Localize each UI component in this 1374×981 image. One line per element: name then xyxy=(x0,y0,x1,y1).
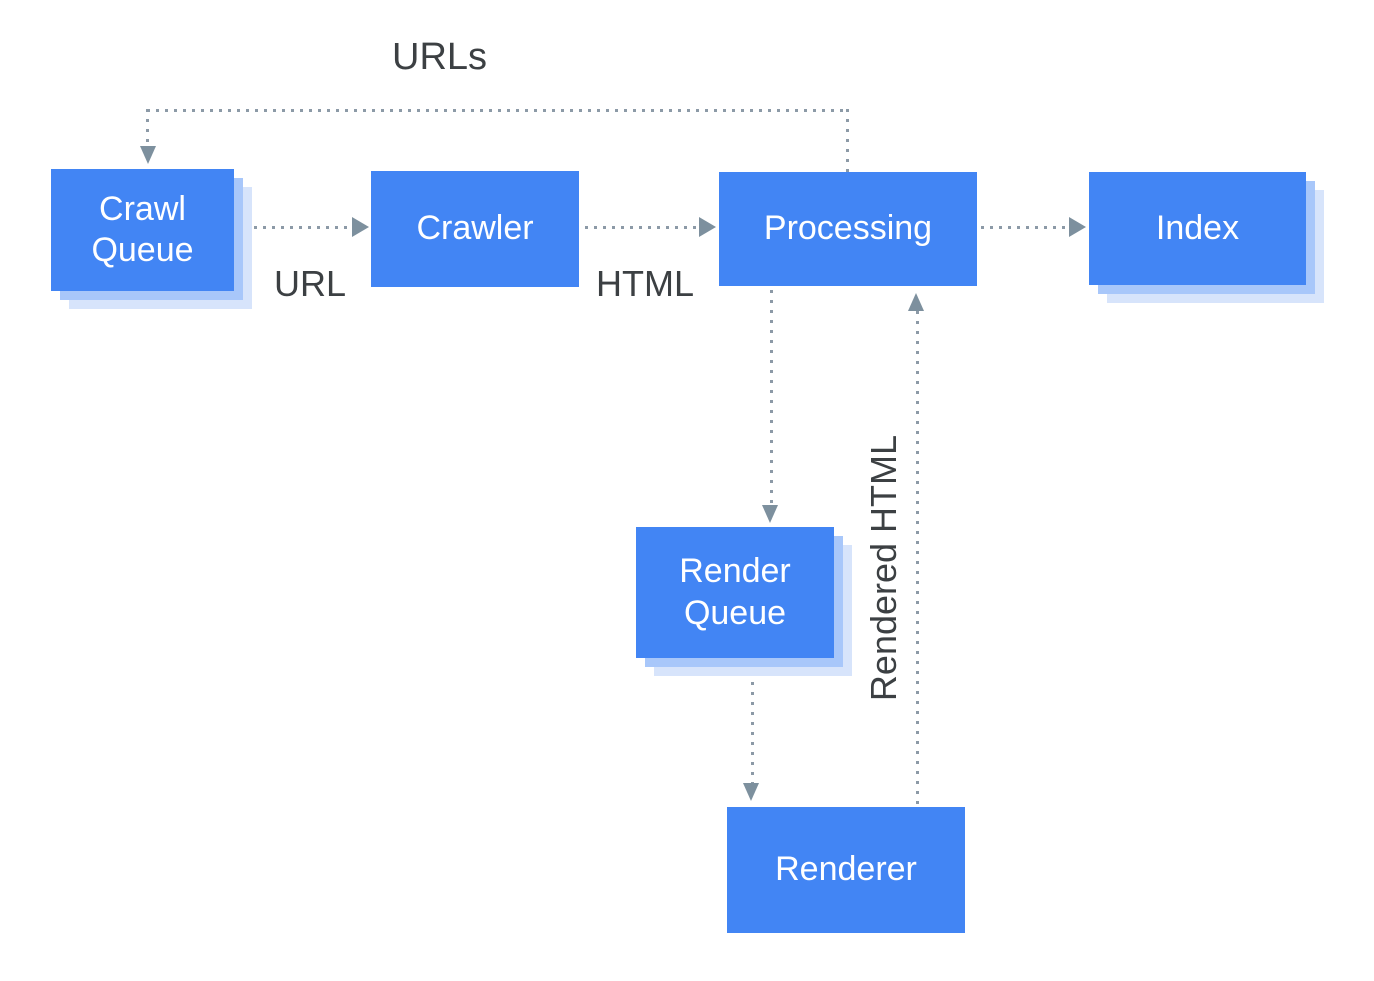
node-index: Index xyxy=(1089,172,1324,303)
node-renderer: Renderer xyxy=(727,807,965,933)
node-crawl-queue: Crawl Queue xyxy=(51,169,252,309)
arrowhead-into-processing-left xyxy=(699,217,716,237)
edge-renderer-to-processing-line xyxy=(916,311,919,807)
arrowhead-into-renderer xyxy=(743,783,759,801)
edge-label-html: HTML xyxy=(596,263,694,304)
arrowhead-into-crawler xyxy=(352,217,369,237)
processing-label: Processing xyxy=(719,172,977,286)
edge-label-url: URL xyxy=(274,263,347,304)
edge-processing-to-renderqueue-line xyxy=(770,290,773,505)
crawler-label: Crawler xyxy=(371,171,579,287)
edge-processing-to-crawlqueue-up-segment xyxy=(846,109,849,172)
node-render-queue: Render Queue xyxy=(636,527,852,676)
renderer-label: Renderer xyxy=(727,807,965,933)
edge-label-rendered-html: Rendered HTML xyxy=(863,434,904,702)
edge-crawler-to-processing-line xyxy=(585,226,699,229)
edge-renderqueue-to-renderer-line xyxy=(751,672,754,783)
render-queue-label: Render Queue xyxy=(636,527,834,658)
arrowhead-into-render-queue xyxy=(762,505,778,523)
arrowhead-into-processing-bottom xyxy=(908,293,924,311)
index-label: Index xyxy=(1089,172,1306,285)
node-crawler: Crawler xyxy=(371,171,579,287)
edge-crawlqueue-to-crawler-line xyxy=(254,226,352,229)
node-processing: Processing xyxy=(719,172,977,286)
edge-label-urls: URLs xyxy=(392,36,488,78)
edge-processing-to-crawlqueue-down-segment xyxy=(146,109,149,146)
edge-processing-to-index-line xyxy=(981,226,1069,229)
edge-processing-to-crawlqueue-top-segment xyxy=(147,109,849,112)
arrowhead-into-index xyxy=(1069,217,1086,237)
arrowhead-into-crawl-queue xyxy=(140,146,156,164)
crawl-queue-label: Crawl Queue xyxy=(51,169,234,291)
